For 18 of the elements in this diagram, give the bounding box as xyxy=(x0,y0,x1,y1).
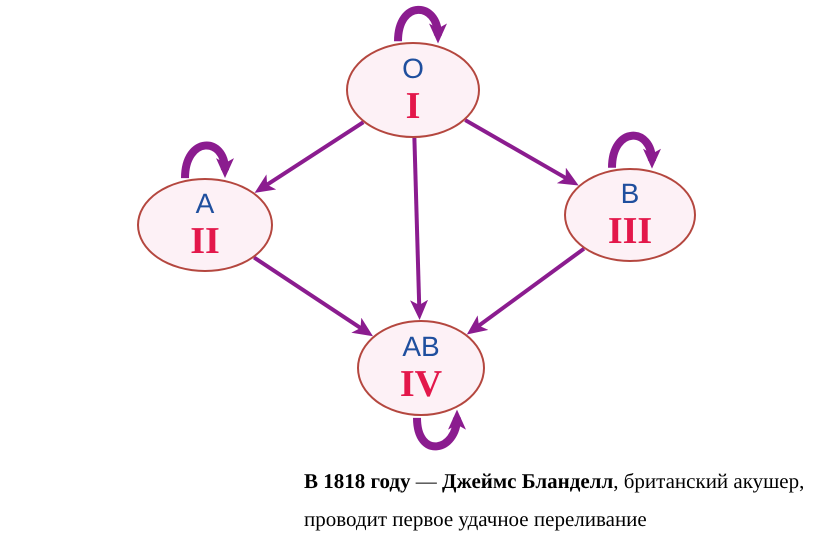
loop-arrow xyxy=(608,132,660,169)
arrow xyxy=(254,120,364,193)
roman-numeral: III xyxy=(608,211,652,251)
blood-group-letter: O xyxy=(402,54,424,84)
loop-arrow xyxy=(181,142,233,178)
loop-arrow xyxy=(394,6,446,44)
blood-group-letter: A xyxy=(196,189,214,219)
roman-numeral: II xyxy=(190,221,220,261)
arrow xyxy=(464,118,579,186)
blood-group-letter: AB xyxy=(402,332,440,362)
roman-numeral: IV xyxy=(400,364,442,404)
blood-group-letter: B xyxy=(620,179,640,209)
arrow xyxy=(253,256,374,336)
arrow xyxy=(410,138,428,320)
loop-arrow xyxy=(413,410,465,450)
caption: В 1818 году — Джеймс Бланделл, британский акушер, проводит первое удачное переливание xyxy=(304,468,806,533)
arrow xyxy=(466,247,586,334)
roman-numeral: I xyxy=(406,86,420,126)
